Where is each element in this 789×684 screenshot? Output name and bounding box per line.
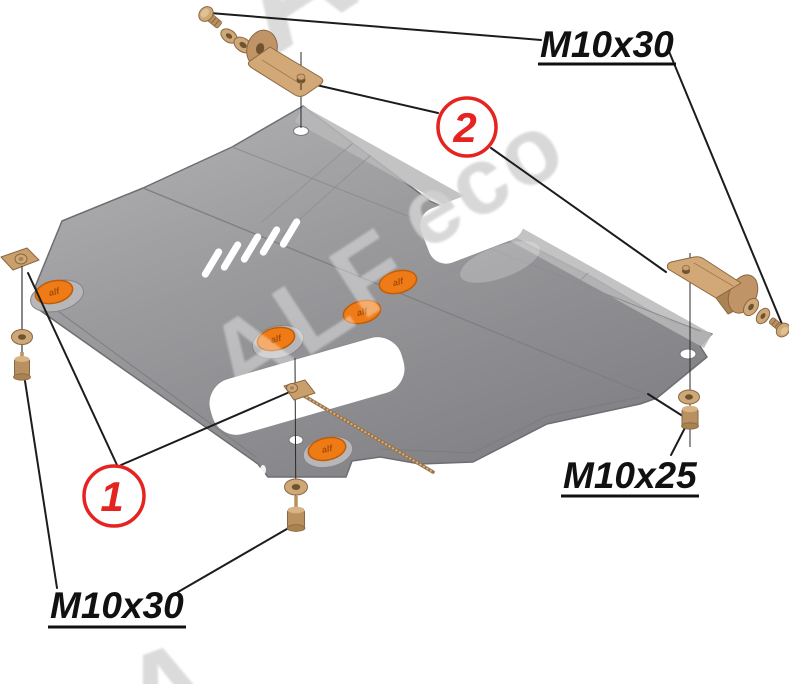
bottom-right-assembly (678, 389, 700, 430)
leader-leftbracket-to-callout1 (27, 272, 118, 466)
leader-topbracket-to-callout2 (311, 83, 439, 114)
label-m10x25-text: M10x25 (563, 455, 698, 496)
plate-top-notch-cutout (420, 184, 524, 264)
brand-oval: alf (307, 436, 347, 462)
bottom-center-assembly (284, 478, 308, 532)
label-m10x30-bottom: M10x30 (48, 585, 186, 629)
brand-oval-text: alf (321, 443, 334, 455)
brand-oval-text: alf (48, 286, 62, 298)
brand-oval: alf (378, 269, 418, 295)
washer-top-1 (220, 28, 238, 44)
bottom-tab-slot (260, 465, 266, 475)
washer-bottom-right (678, 389, 700, 405)
leader-lines (24, 12, 785, 593)
label-m10x25-right: M10x25 (561, 455, 699, 498)
label-m10x30-top: M10x30 (538, 24, 676, 66)
callout-1: 1 (82, 464, 146, 528)
brand-ovals: alf alf alf alf alf (34, 269, 418, 462)
callout-2: 2 (436, 96, 498, 158)
bolt-m10x30-top (198, 6, 222, 29)
leader-centerbracket-to-callout1 (120, 390, 293, 466)
callout-2-number: 2 (452, 104, 476, 151)
plate-glare (460, 241, 540, 283)
bolt-m10x30-bottom (286, 496, 306, 532)
bolt-m10x30-right (768, 317, 789, 338)
washer-right-2 (755, 307, 771, 325)
brand-oval: alf (342, 299, 382, 325)
leader-bottombolt-to-bottomlabel (177, 525, 293, 593)
mount-bracket-top (246, 29, 324, 97)
right-bracket-assembly (666, 253, 789, 447)
washer-right-1 (742, 297, 760, 317)
left-mount-assembly (0, 247, 40, 381)
brand-oval-text: alf (392, 276, 406, 288)
callout-1-number: 1 (100, 473, 123, 520)
skid-plate: alf alf alf alf alf (30, 105, 713, 478)
vent-slots (201, 218, 301, 278)
brand-oval: alf (256, 326, 296, 352)
washer-left (11, 329, 33, 345)
label-m10x30-top-text: M10x30 (540, 24, 674, 65)
leader-callout2-to-rightbracket (490, 147, 667, 273)
top-bracket-assembly (198, 6, 324, 128)
brand-oval-text: alf (270, 333, 284, 345)
bolt-m10x30-left (13, 352, 31, 381)
brand-oval-text: alf (356, 306, 370, 318)
bottom-bolt-hole (288, 435, 304, 445)
brand-oval: alf (34, 279, 74, 305)
leader-toplabel-to-rightbolt (667, 48, 785, 330)
label-m10x30-bottom-text: M10x30 (50, 585, 184, 626)
leader-topbolt-to-toplabel (209, 12, 542, 41)
leader-leftbolt-to-bottomlabel (24, 380, 58, 589)
right-bolt-hole (679, 348, 697, 360)
bolt-m10x25-right (681, 405, 699, 430)
washer-bottom (284, 478, 308, 496)
